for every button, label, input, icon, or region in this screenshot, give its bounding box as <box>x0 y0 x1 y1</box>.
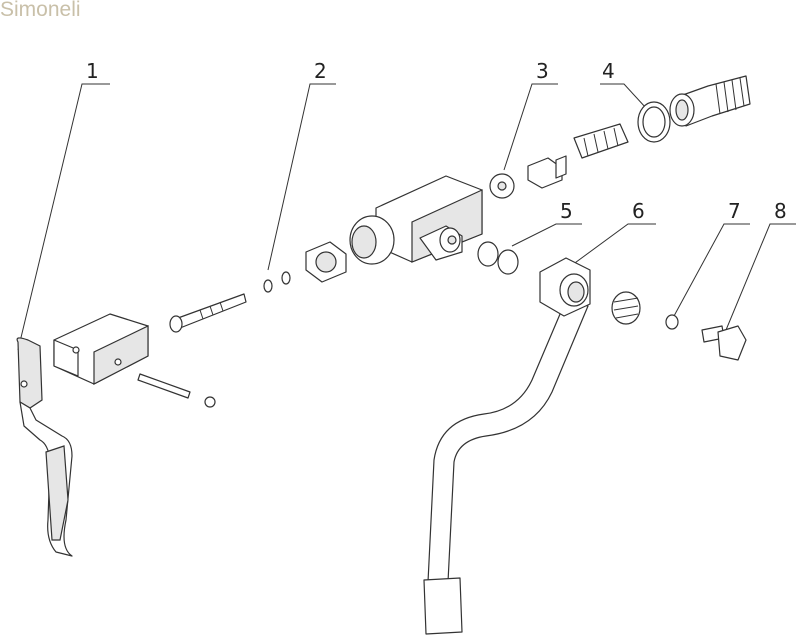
callout-2: 2 <box>267 59 336 271</box>
callout-4: 4 <box>600 59 647 109</box>
part-7-o-ring <box>665 314 679 330</box>
part-pin <box>137 373 216 408</box>
part-hex-nut <box>305 241 347 283</box>
callout-1: 1 <box>17 59 110 351</box>
part-spring <box>573 123 629 159</box>
callout-6: 6 <box>567 199 656 269</box>
callout-8: 8 <box>725 199 796 331</box>
part-2-o-rings <box>263 271 291 293</box>
svg-text:2: 2 <box>314 59 327 83</box>
part-lower-spring <box>611 291 641 325</box>
part-8-screw <box>701 325 747 361</box>
part-shaft <box>169 293 247 333</box>
svg-text:5: 5 <box>560 199 573 223</box>
svg-text:6: 6 <box>632 199 645 223</box>
svg-text:7: 7 <box>728 199 741 223</box>
part-valve-body <box>349 175 483 265</box>
svg-text:3: 3 <box>536 59 549 83</box>
svg-text:8: 8 <box>774 199 787 223</box>
callout-3: 3 <box>503 59 558 171</box>
part-4-o-ring <box>637 101 671 143</box>
callout-5: 5 <box>511 199 582 247</box>
svg-text:1: 1 <box>86 59 99 83</box>
part-clevis <box>53 313 149 385</box>
part-1-lever <box>16 337 73 557</box>
part-5-o-rings <box>477 241 519 275</box>
svg-text:4: 4 <box>602 59 615 83</box>
callout-7: 7 <box>673 199 750 317</box>
part-connector <box>669 75 751 127</box>
part-6-wand <box>423 257 591 635</box>
part-3-washer <box>489 173 515 199</box>
brand-logo: Simoneli <box>0 0 81 21</box>
part-small-fitting <box>527 155 567 189</box>
